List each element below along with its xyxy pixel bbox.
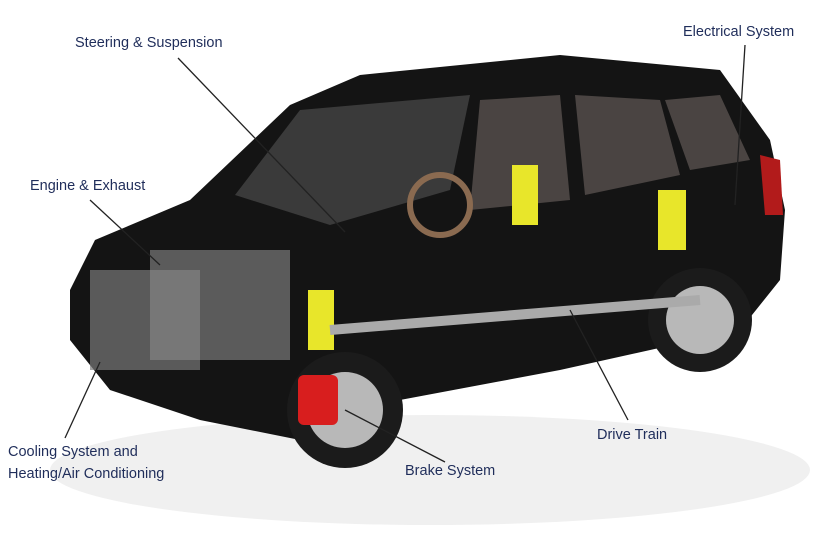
brake-caliper — [298, 375, 338, 425]
leader-cooling — [64, 361, 101, 439]
back-window — [665, 95, 750, 170]
drive-shaft — [329, 295, 701, 335]
label-engine-exhaust: Engine & Exhaust — [30, 178, 146, 194]
label-cooling-line1: Cooling System and — [8, 444, 138, 460]
tail-light — [760, 155, 783, 215]
shadow — [50, 415, 810, 525]
label-electrical-system: Electrical System — [683, 24, 795, 40]
engine-block — [150, 250, 290, 360]
leader-lines — [64, 44, 746, 463]
spring-rear-right — [658, 190, 686, 250]
leader-brake — [344, 409, 446, 463]
label-brake-system: Brake System — [405, 463, 496, 479]
leader-engine — [89, 199, 161, 266]
label-cooling-line2: Heating/Air Conditioning — [8, 466, 165, 482]
rear-rim — [666, 286, 734, 354]
label-steering-suspension: Steering & Suspension — [75, 35, 223, 51]
front-window — [470, 95, 570, 210]
spring-front — [308, 290, 334, 350]
leader-electrical — [734, 44, 746, 206]
steering-wheel — [407, 172, 473, 238]
rear-window — [575, 95, 680, 195]
label-drive-train: Drive Train — [597, 427, 668, 443]
spring-rear-left — [512, 165, 538, 225]
leader-steering — [177, 57, 346, 233]
leader-drive — [569, 309, 629, 421]
